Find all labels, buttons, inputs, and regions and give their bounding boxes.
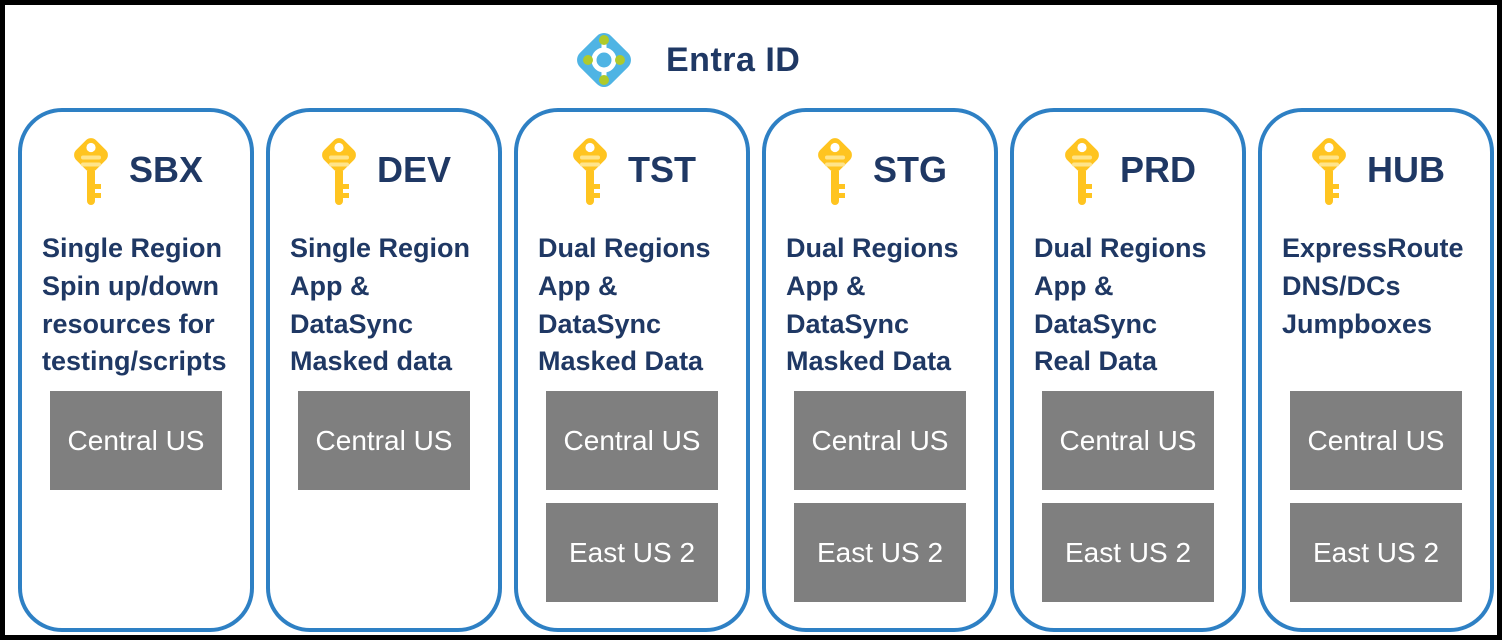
env-label: TST (628, 149, 696, 190)
env-label: SBX (128, 149, 204, 190)
region-list: Central US (22, 391, 250, 490)
env-header: HUB (1262, 134, 1490, 206)
env-header: STG (766, 134, 994, 206)
region-box: East US 2 (546, 503, 718, 602)
env-header: SBX (22, 134, 250, 206)
key-icon (1307, 135, 1351, 205)
environment-columns: SBX Single Region Spin up/down resources… (18, 108, 1494, 632)
region-list: Central US East US 2 (1262, 391, 1490, 602)
key-icon (568, 135, 612, 205)
env-description: ExpressRoute DNS/DCs Jumpboxes (1282, 233, 1464, 339)
env-description: Dual Regions App & DataSync Masked Data (786, 233, 959, 377)
env-label: DEV (376, 149, 452, 190)
entra-id-icon (568, 24, 640, 96)
region-box: Central US (50, 391, 222, 490)
region-list: Central US East US 2 (518, 391, 746, 602)
env-description: Single Region Spin up/down resources for… (42, 233, 227, 377)
region-box: Central US (1042, 391, 1214, 490)
region-box: East US 2 (1042, 503, 1214, 602)
region-box: East US 2 (794, 503, 966, 602)
env-column-hub: HUB ExpressRoute DNS/DCs Jumpboxes Centr… (1258, 108, 1494, 632)
env-header: TST (518, 134, 746, 206)
env-header: DEV (270, 134, 498, 206)
env-column-stg: STG Dual Regions App & DataSync Masked D… (762, 108, 998, 632)
env-label: PRD (1119, 149, 1196, 190)
env-column-dev: DEV Single Region App & DataSync Masked … (266, 108, 502, 632)
env-column-prd: PRD Dual Regions App & DataSync Real Dat… (1010, 108, 1246, 632)
region-box: Central US (298, 391, 470, 490)
key-icon (69, 135, 113, 205)
env-description: Dual Regions App & DataSync Masked Data (538, 233, 711, 377)
env-label: HUB (1367, 149, 1445, 190)
diagram-header: Entra ID (568, 23, 800, 97)
env-label: STG (872, 149, 947, 190)
key-icon (813, 135, 857, 205)
key-icon (317, 135, 361, 205)
key-icon (1060, 135, 1104, 205)
env-header: PRD (1014, 134, 1242, 206)
env-description: Single Region App & DataSync Masked data (290, 233, 471, 377)
env-column-sbx: SBX Single Region Spin up/down resources… (18, 108, 254, 632)
region-list: Central US (270, 391, 498, 490)
env-column-tst: TST Dual Regions App & DataSync Masked D… (514, 108, 750, 632)
region-box: Central US (1290, 391, 1462, 490)
region-box: Central US (546, 391, 718, 490)
env-description: Dual Regions App & DataSync Real Data (1034, 233, 1207, 377)
region-box: East US 2 (1290, 503, 1462, 602)
diagram-title: Entra ID (666, 40, 801, 79)
region-box: Central US (794, 391, 966, 490)
region-list: Central US East US 2 (1014, 391, 1242, 602)
region-list: Central US East US 2 (766, 391, 994, 602)
